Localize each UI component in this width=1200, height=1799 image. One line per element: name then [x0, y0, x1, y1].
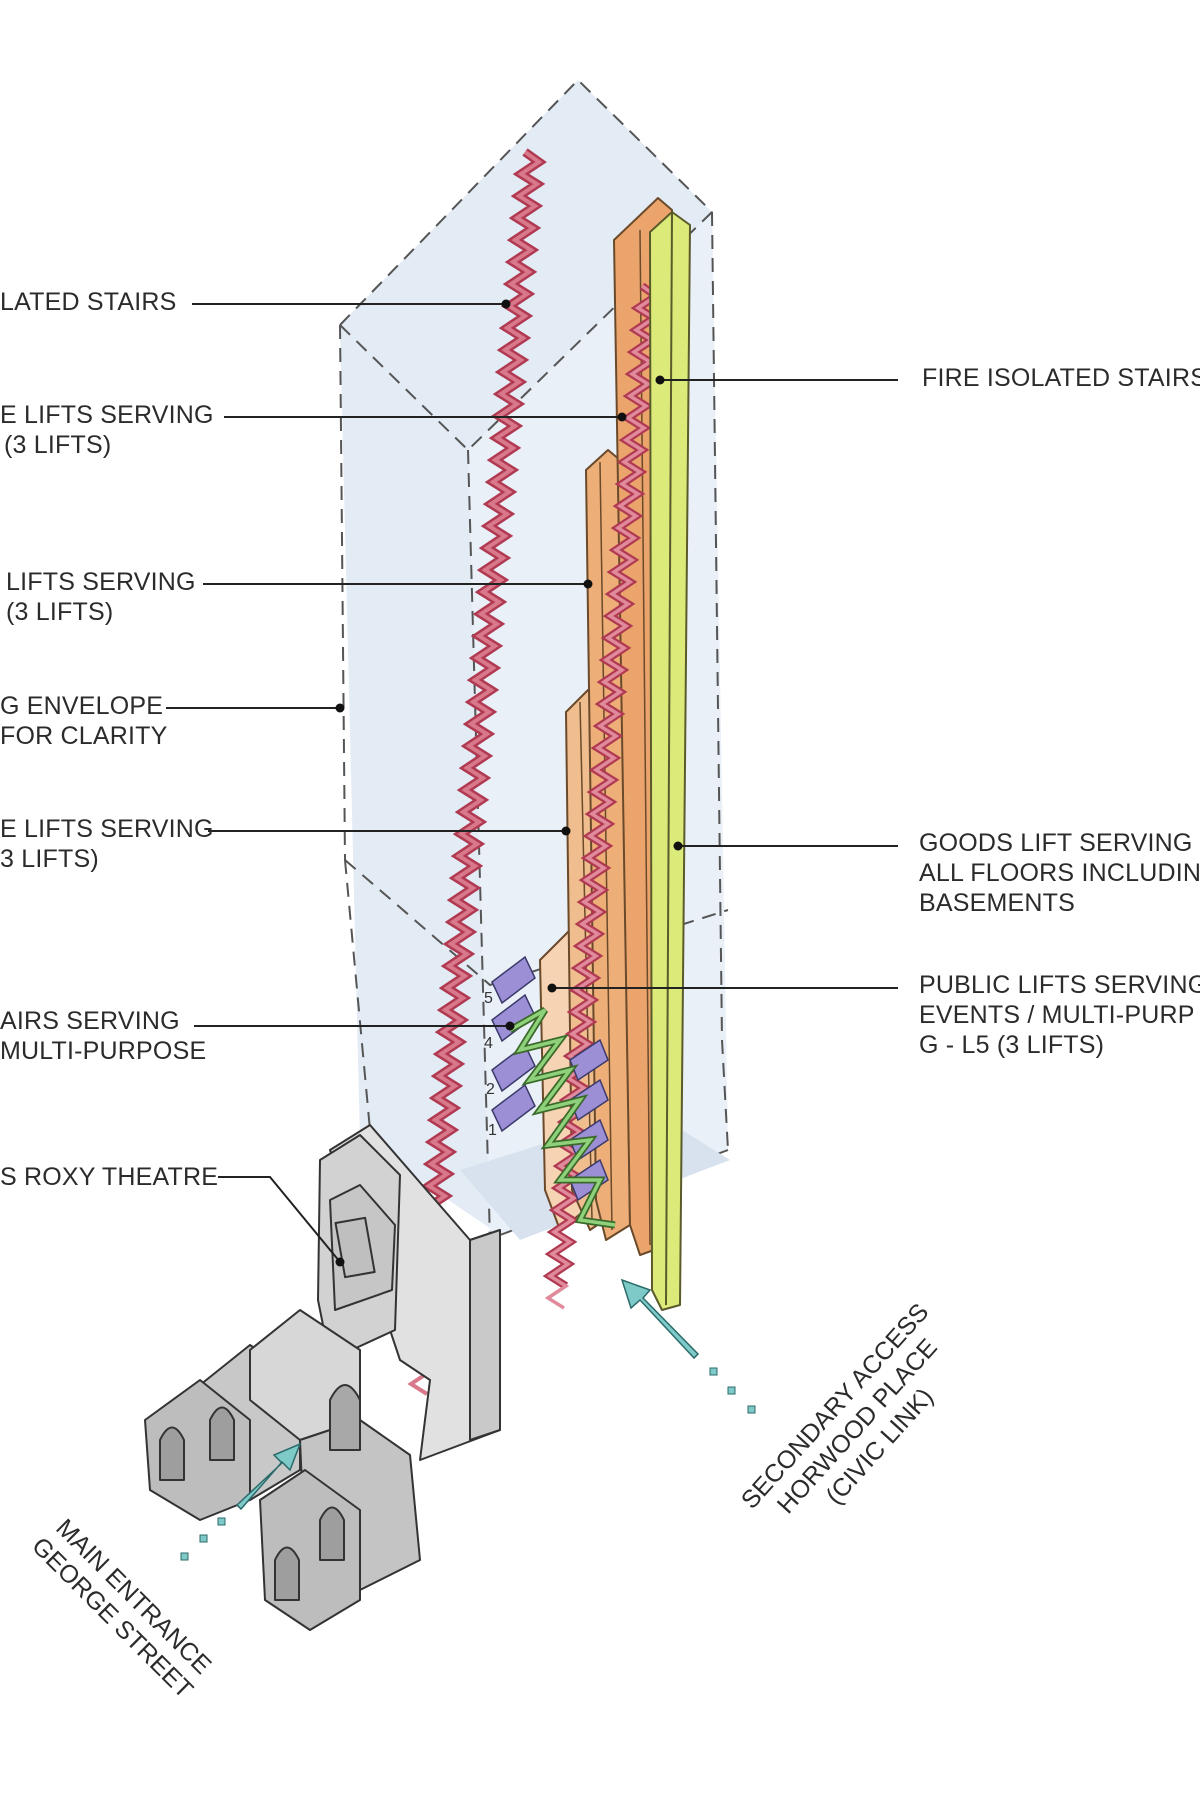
label-line: S ROXY THEATRE — [0, 1163, 219, 1191]
goods-lift-core — [649, 211, 691, 1311]
label-line: EVENTS / MULTI-PURP — [919, 1001, 1195, 1029]
label-line: E LIFTS SERVING — [0, 815, 214, 843]
label-lifts-low: E LIFTS SERVING 3 LIFTS) — [0, 814, 214, 874]
label-line: 3 LIFTS) — [0, 845, 99, 873]
label-line: MULTI-PURPOSE — [0, 1037, 207, 1065]
podium-stairs — [491, 955, 609, 1202]
label-line: GOODS LIFT SERVING — [919, 829, 1193, 857]
fire-stairs-left-column — [406, 148, 547, 1396]
label-lifts-upper: E LIFTS SERVING (3 LIFTS) — [0, 400, 214, 460]
leader-dots — [335, 299, 683, 1267]
level-number: 2 — [486, 1081, 495, 1098]
label-line: LIFTS SERVING — [6, 568, 196, 596]
level-number: 1 — [488, 1122, 497, 1139]
label-line: PUBLIC LIFTS SERVING — [919, 971, 1200, 999]
label-line: G ENVELOPE — [0, 692, 164, 720]
label-fire-isolated-stairs-left: LATED STAIRS — [0, 287, 177, 317]
label-line: AIRS SERVING — [0, 1007, 180, 1035]
label-public-lifts: PUBLIC LIFTS SERVING EVENTS / MULTI-PURP… — [919, 970, 1200, 1060]
label-goods-lift: GOODS LIFT SERVING ALL FLOORS INCLUDIN B… — [919, 828, 1200, 918]
label-roxy-theatre: S ROXY THEATRE — [0, 1162, 218, 1192]
label-line: G - L5 (3 LIFTS) — [919, 1031, 1105, 1059]
label-line: FIRE ISOLATED STAIRS — [922, 364, 1200, 392]
label-fire-isolated-stairs-right: FIRE ISOLATED STAIRS — [922, 363, 1200, 393]
leader-lines — [166, 303, 898, 1263]
level-number: 4 — [484, 1035, 493, 1052]
label-building-envelope: G ENVELOPE FOR CLARITY — [0, 691, 168, 751]
label-lifts-mid: LIFTS SERVING (3 LIFTS) — [6, 567, 196, 627]
label-stairs-serving: AIRS SERVING MULTI-PURPOSE — [0, 1006, 206, 1066]
roxy-theatre-building — [144, 1124, 501, 1631]
label-line: FOR CLARITY — [0, 722, 168, 750]
label-line: E LIFTS SERVING — [0, 401, 214, 429]
main-entrance-arrow — [180, 1442, 302, 1561]
label-line: ALL FLOORS INCLUDIN — [919, 859, 1200, 887]
label-line: (3 LIFTS) — [4, 431, 112, 459]
label-line: LATED STAIRS — [0, 288, 177, 316]
level-number: 5 — [484, 990, 493, 1007]
label-line: (3 LIFTS) — [6, 598, 114, 626]
label-line: BASEMENTS — [919, 889, 1075, 917]
secondary-access-arrow — [620, 1278, 756, 1414]
